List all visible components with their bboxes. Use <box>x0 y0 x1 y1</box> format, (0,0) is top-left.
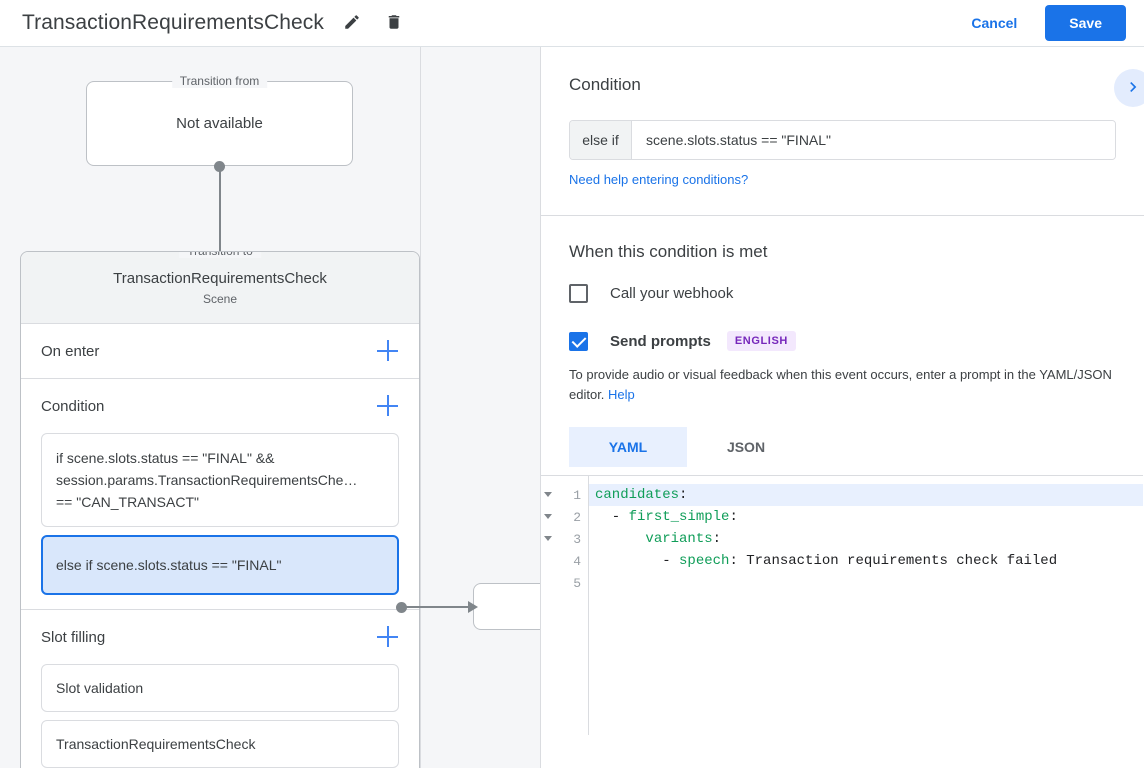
add-on-enter-button[interactable] <box>377 340 399 362</box>
gutter-line: 5 <box>541 572 588 594</box>
chevron-right-icon <box>1123 77 1143 100</box>
editor-gutter: 1 2 3 4 5 <box>541 476 589 735</box>
section-slot-filling: Slot filling Slot validation Transaction… <box>21 610 419 768</box>
detail-panel: Condition else if Need help entering con… <box>540 47 1144 768</box>
condition-item[interactable]: if scene.slots.status == "FINAL" && sess… <box>41 433 399 527</box>
delete-button[interactable] <box>380 9 408 37</box>
tab-yaml[interactable]: YAML <box>569 427 687 467</box>
when-condition-met-heading: When this condition is met <box>569 242 768 261</box>
editor-code-area[interactable]: candidates: - first_simple: variants: - … <box>589 476 1143 735</box>
transition-from-value: Not available <box>176 115 263 132</box>
code-line[interactable] <box>589 572 1143 594</box>
condition-input-row[interactable]: else if <box>569 120 1116 160</box>
connector-line-horizontal <box>405 606 473 608</box>
transition-from-legend: Transition from <box>171 74 268 88</box>
header-actions: Cancel Save <box>957 5 1144 41</box>
edit-title-button[interactable] <box>338 9 366 37</box>
transition-from-node[interactable]: Transition from Not available <box>86 74 353 166</box>
gutter-line: 4 <box>541 550 588 572</box>
gutter-line: 1 <box>541 484 588 506</box>
condition-prefix-label: else if <box>570 121 632 159</box>
expand-panel-button[interactable] <box>1114 69 1144 107</box>
transition-to-legend: Transition to <box>179 252 261 258</box>
line-number: 2 <box>573 509 581 525</box>
code-line[interactable]: variants: <box>645 531 722 547</box>
canvas-divider <box>420 47 421 768</box>
condition-section: Condition else if Need help entering con… <box>541 47 1144 216</box>
webhook-row: Call your webhook <box>569 284 1116 303</box>
fold-caret-icon[interactable] <box>544 536 552 541</box>
send-prompts-checkbox[interactable] <box>569 331 588 351</box>
scene-type-label: Scene <box>202 291 238 306</box>
line-number: 1 <box>573 487 581 503</box>
code-line[interactable]: candidates: <box>589 484 1143 506</box>
language-badge: ENGLISH <box>726 331 796 351</box>
transition-to-node[interactable]: Transition to TransactionRequirementsChe… <box>20 251 420 768</box>
page-title: TransactionRequirementsCheck <box>22 11 324 34</box>
connector-out-dot <box>396 602 407 613</box>
condition-help-link[interactable]: Need help entering conditions? <box>569 172 749 187</box>
call-webhook-label: Call your webhook <box>610 285 734 302</box>
section-title-slot-filling: Slot filling <box>41 628 106 646</box>
condition-item-selected[interactable]: else if scene.slots.status == "FINAL" <box>41 535 399 595</box>
scene-title: TransactionRequirementsCheck <box>113 269 327 287</box>
code-line[interactable]: - speech: Transaction requirements check… <box>595 553 1058 569</box>
slot-filling-item[interactable]: Slot validation <box>41 664 399 712</box>
code-line[interactable]: - first_simple: <box>595 509 738 525</box>
fold-caret-icon[interactable] <box>544 514 552 519</box>
condition-expression-input[interactable] <box>632 121 1115 159</box>
call-webhook-checkbox[interactable] <box>569 284 588 303</box>
gutter-line: 3 <box>541 528 588 550</box>
send-prompts-label: Send prompts <box>610 332 711 350</box>
editor-tabs: YAML JSON <box>569 427 1116 467</box>
send-prompts-row: Send prompts ENGLISH <box>569 331 1116 351</box>
app-header: TransactionRequirementsCheck Cancel Save <box>0 0 1144 47</box>
line-number: 3 <box>573 531 581 547</box>
save-button[interactable]: Save <box>1045 5 1126 41</box>
add-slot-filling-button[interactable] <box>377 626 399 648</box>
prompt-help-sentence: To provide audio or visual feedback when… <box>569 367 1112 402</box>
connector-arrowhead-right <box>468 601 478 613</box>
target-node-stub[interactable] <box>473 583 540 630</box>
prompt-help-link[interactable]: Help <box>608 387 635 402</box>
code-editor[interactable]: 1 2 3 4 5 candidates: - first_simple: varian… <box>541 475 1143 735</box>
line-number: 5 <box>573 575 581 591</box>
scene-header: TransactionRequirementsCheck Scene <box>21 252 419 324</box>
connector-line-vertical <box>219 165 221 261</box>
gutter-line: 2 <box>541 506 588 528</box>
cancel-button[interactable]: Cancel <box>957 6 1031 40</box>
line-number: 4 <box>573 553 581 569</box>
condition-heading: Condition <box>569 75 641 94</box>
add-condition-button[interactable] <box>377 395 399 417</box>
trash-icon <box>385 13 403 34</box>
section-title-on-enter: On enter <box>41 342 100 360</box>
prompt-help-text: To provide audio or visual feedback when… <box>569 365 1116 405</box>
graph-canvas[interactable]: Transition from Not available Transition… <box>0 47 540 768</box>
fold-caret-icon[interactable] <box>544 492 552 497</box>
tab-json[interactable]: JSON <box>687 427 805 467</box>
section-title-condition: Condition <box>41 397 105 415</box>
section-on-enter: On enter <box>21 324 419 379</box>
slot-filling-item[interactable]: TransactionRequirementsCheck <box>41 720 399 768</box>
pencil-icon <box>343 13 361 34</box>
when-condition-met-section: When this condition is met Call your web… <box>541 216 1144 467</box>
section-condition: Condition if scene.slots.status == "FINA… <box>21 379 419 610</box>
